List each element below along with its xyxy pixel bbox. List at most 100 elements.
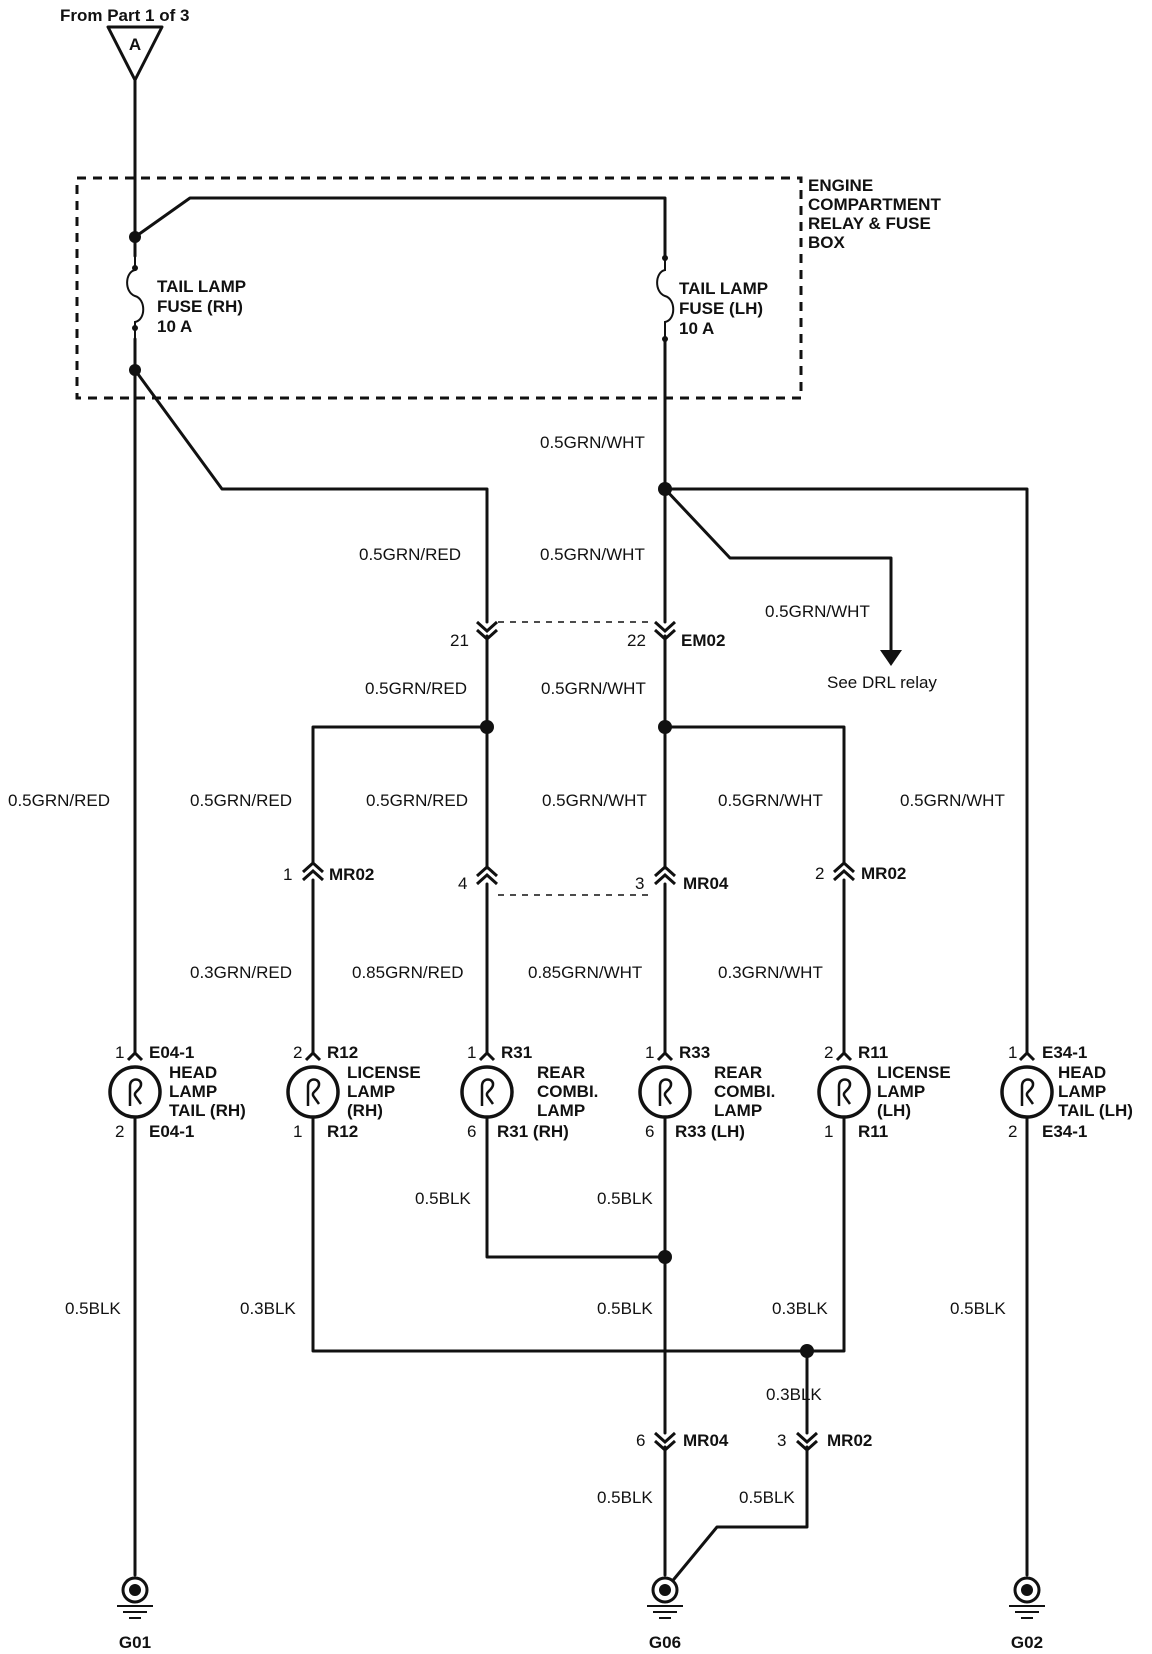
em02-pin-21: 21 bbox=[450, 631, 469, 650]
connector-a-triangle bbox=[106, 25, 164, 82]
svg-text:0.5BLK: 0.5BLK bbox=[415, 1189, 471, 1208]
svg-text:0.5BLK: 0.5BLK bbox=[597, 1189, 653, 1208]
svg-text:LICENSE: LICENSE bbox=[877, 1063, 951, 1082]
svg-text:RELAY & FUSE: RELAY & FUSE bbox=[808, 214, 931, 233]
ground-g06: G06 bbox=[647, 1576, 683, 1652]
fuse-rh bbox=[126, 256, 145, 339]
svg-text:1: 1 bbox=[645, 1043, 654, 1062]
svg-text:6: 6 bbox=[645, 1122, 654, 1141]
svg-text:R12: R12 bbox=[327, 1122, 358, 1141]
license-lamp-lh: 2 R11 1 R11 LICENSE LAMP (LH) bbox=[817, 1043, 951, 1141]
svg-text:0.5GRN/WHT: 0.5GRN/WHT bbox=[718, 791, 823, 810]
svg-text:0.3BLK: 0.3BLK bbox=[240, 1299, 296, 1318]
mr04-pin-3: 3 bbox=[635, 874, 644, 893]
svg-text:0.5BLK: 0.5BLK bbox=[597, 1299, 653, 1318]
relay-fuse-box-outline bbox=[75, 176, 803, 400]
svg-text:TAIL LAMP: TAIL LAMP bbox=[679, 279, 768, 298]
svg-text:0.5GRN/RED: 0.5GRN/RED bbox=[365, 679, 467, 698]
connector-symbols bbox=[126, 620, 1036, 1453]
svg-text:R11: R11 bbox=[858, 1043, 888, 1062]
svg-text:2: 2 bbox=[824, 1043, 833, 1062]
svg-text:R12: R12 bbox=[327, 1043, 358, 1062]
svg-text:LAMP: LAMP bbox=[537, 1101, 585, 1120]
svg-text:R31: R31 bbox=[501, 1043, 532, 1062]
svg-text:FUSE (LH): FUSE (LH) bbox=[679, 299, 763, 318]
em02-label: EM02 bbox=[681, 631, 725, 650]
svg-text:HEAD: HEAD bbox=[169, 1063, 217, 1082]
mr04-label-b: MR04 bbox=[683, 1431, 729, 1450]
mr02-label-a: MR02 bbox=[329, 865, 374, 884]
relay-fuse-box-label: ENGINE COMPARTMENT RELAY & FUSE BOX bbox=[808, 176, 941, 252]
rear-combi-lamp-lh: 1 R33 6 R33 (LH) REAR COMBI. LAMP bbox=[638, 1043, 775, 1141]
svg-text:0.5GRN/RED: 0.5GRN/RED bbox=[359, 545, 461, 564]
mr02-pin-3: 3 bbox=[777, 1431, 786, 1450]
em02-pin-22: 22 bbox=[627, 631, 646, 650]
wire-labels: 0.5GRN/WHT 0.5GRN/RED 0.5GRN/WHT 0.5GRN/… bbox=[8, 433, 1006, 1507]
fuse-rh-label: TAIL LAMP FUSE (RH) 10 A bbox=[157, 277, 246, 336]
mr02-label-c: MR02 bbox=[827, 1431, 872, 1450]
svg-text:1: 1 bbox=[824, 1122, 833, 1141]
svg-text:0.5BLK: 0.5BLK bbox=[597, 1488, 653, 1507]
svg-text:HEAD: HEAD bbox=[1058, 1063, 1106, 1082]
license-lamp-rh: 2 R12 1 R12 LICENSE LAMP (RH) bbox=[286, 1043, 421, 1141]
svg-text:1: 1 bbox=[467, 1043, 476, 1062]
svg-text:R33 (LH): R33 (LH) bbox=[675, 1122, 745, 1141]
svg-text:10 A: 10 A bbox=[679, 319, 714, 338]
svg-text:LAMP: LAMP bbox=[169, 1082, 217, 1101]
svg-text:E34-1: E34-1 bbox=[1042, 1122, 1087, 1141]
svg-text:2: 2 bbox=[293, 1043, 302, 1062]
ground-g01: G01 bbox=[117, 1576, 153, 1652]
svg-text:0.5GRN/WHT: 0.5GRN/WHT bbox=[541, 679, 646, 698]
svg-text:R11: R11 bbox=[858, 1122, 888, 1141]
svg-text:0.5GRN/RED: 0.5GRN/RED bbox=[190, 791, 292, 810]
svg-text:E34-1: E34-1 bbox=[1042, 1043, 1087, 1062]
svg-text:0.3BLK: 0.3BLK bbox=[766, 1385, 822, 1404]
svg-text:FUSE (RH): FUSE (RH) bbox=[157, 297, 243, 316]
mr04-label-a: MR04 bbox=[683, 874, 729, 893]
head-lamp-tail-lh: 1 E34-1 2 E34-1 HEAD LAMP TAIL (LH) bbox=[1000, 1043, 1133, 1141]
svg-text:0.85GRN/RED: 0.85GRN/RED bbox=[352, 963, 463, 982]
svg-text:R33: R33 bbox=[679, 1043, 710, 1062]
svg-text:0.85GRN/WHT: 0.85GRN/WHT bbox=[528, 963, 642, 982]
svg-text:0.5GRN/WHT: 0.5GRN/WHT bbox=[540, 545, 645, 564]
fuse-lh-label: TAIL LAMP FUSE (LH) 10 A bbox=[679, 279, 768, 338]
head-lamp-tail-rh: 1 E04-1 2 E04-1 HEAD LAMP TAIL (RH) bbox=[108, 1043, 246, 1141]
svg-text:TAIL (LH): TAIL (LH) bbox=[1058, 1101, 1133, 1120]
svg-text:BOX: BOX bbox=[808, 233, 846, 252]
svg-text:COMBI.: COMBI. bbox=[714, 1082, 775, 1101]
svg-text:See DRL relay: See DRL relay bbox=[827, 673, 937, 692]
svg-text:R31 (RH): R31 (RH) bbox=[497, 1122, 569, 1141]
svg-text:E04-1: E04-1 bbox=[149, 1122, 194, 1141]
svg-text:LAMP: LAMP bbox=[1058, 1082, 1106, 1101]
svg-text:E04-1: E04-1 bbox=[149, 1043, 194, 1062]
svg-text:LICENSE: LICENSE bbox=[347, 1063, 421, 1082]
svg-text:0.3GRN/WHT: 0.3GRN/WHT bbox=[718, 963, 823, 982]
svg-text:0.5GRN/WHT: 0.5GRN/WHT bbox=[765, 602, 870, 621]
svg-text:0.5GRN/RED: 0.5GRN/RED bbox=[8, 791, 110, 810]
mr02-label-b: MR02 bbox=[861, 864, 906, 883]
svg-text:(RH): (RH) bbox=[347, 1101, 383, 1120]
wires bbox=[133, 78, 1029, 1592]
svg-text:TAIL (RH): TAIL (RH) bbox=[169, 1101, 246, 1120]
connector-a-letter: A bbox=[129, 35, 141, 54]
svg-text:1: 1 bbox=[115, 1043, 124, 1062]
svg-text:2: 2 bbox=[115, 1122, 124, 1141]
svg-text:G06: G06 bbox=[649, 1633, 681, 1652]
svg-text:G02: G02 bbox=[1011, 1633, 1043, 1652]
svg-text:LAMP: LAMP bbox=[877, 1082, 925, 1101]
svg-text:0.5BLK: 0.5BLK bbox=[739, 1488, 795, 1507]
svg-text:G01: G01 bbox=[119, 1633, 151, 1652]
svg-text:0.5GRN/WHT: 0.5GRN/WHT bbox=[900, 791, 1005, 810]
svg-text:0.5GRN/WHT: 0.5GRN/WHT bbox=[542, 791, 647, 810]
junction-nodes bbox=[129, 231, 814, 1358]
svg-text:0.5GRN/RED: 0.5GRN/RED bbox=[366, 791, 468, 810]
rear-combi-lamp-rh: 1 R31 6 R31 (RH) REAR COMBI. LAMP bbox=[460, 1043, 598, 1141]
drl-arrow-icon bbox=[880, 650, 902, 666]
mr02-pin-1: 1 bbox=[283, 865, 292, 884]
svg-text:1: 1 bbox=[1008, 1043, 1017, 1062]
svg-text:1: 1 bbox=[293, 1122, 302, 1141]
mr04-pin-4: 4 bbox=[458, 874, 467, 893]
svg-text:ENGINE: ENGINE bbox=[808, 176, 873, 195]
svg-text:0.3BLK: 0.3BLK bbox=[772, 1299, 828, 1318]
